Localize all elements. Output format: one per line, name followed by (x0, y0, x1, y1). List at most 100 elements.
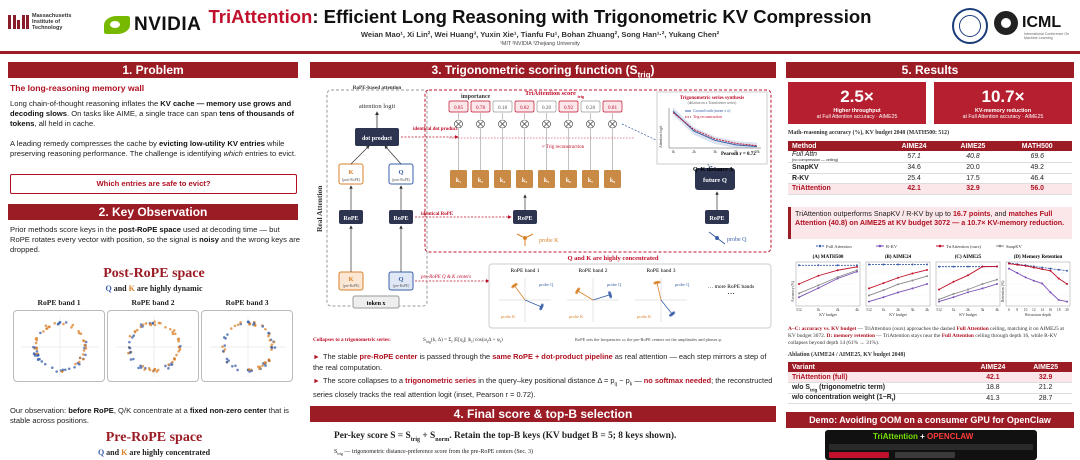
dot-product-box (355, 128, 399, 146)
svg-text:K: K (348, 276, 353, 283)
multiply-icon (564, 119, 573, 129)
table2-header: AIME24 (966, 362, 1020, 372)
mini-point (967, 288, 969, 291)
evict-question-callout: Which entries are safe to evict? (10, 174, 297, 194)
mini-point (911, 272, 914, 275)
svg-text:(pre-RoPE): (pre-RoPE) (393, 284, 410, 288)
mini-point (938, 298, 940, 301)
mini-x-tick: 6 (1008, 308, 1010, 312)
mini-point (1032, 266, 1035, 269)
k-point (176, 338, 180, 341)
multiply-icon (608, 119, 617, 129)
k-point (148, 322, 152, 326)
k-point (268, 338, 272, 342)
k-point (229, 327, 233, 330)
mini-point (1066, 283, 1068, 285)
mini-x-tick: 3k (981, 308, 985, 312)
mini-point (897, 283, 899, 286)
k-point (74, 362, 77, 366)
mini-point (817, 284, 820, 287)
score-value: 0.92 (564, 105, 573, 111)
demo-banner: TriAttention + OPENCLAW (873, 432, 974, 441)
q-point (234, 364, 237, 368)
multiply-icon (520, 119, 529, 129)
mini-point (1041, 268, 1044, 271)
key-label: k₆ (566, 178, 571, 184)
q-point (129, 350, 132, 354)
mini-point (1016, 272, 1019, 274)
svg-text:Q: Q (398, 169, 403, 176)
q-point (224, 337, 227, 340)
probe-q-tag: probe Q (675, 282, 690, 287)
mini-point (1049, 267, 1052, 270)
q-point (267, 331, 270, 335)
token-x-box (352, 295, 400, 309)
k-point (270, 343, 274, 346)
k-point (173, 358, 176, 361)
key-label: k₂ (478, 178, 483, 184)
svg-text:RoPE: RoPE (394, 216, 409, 222)
inset-ylabel: Attention logit (659, 125, 663, 148)
problem-paragraph-2: A leading remedy compresses the cache by… (10, 139, 297, 158)
rope-band-2-label: RoPE band 2 (578, 268, 607, 274)
q-point (261, 325, 265, 328)
mini-x-tick: 3k (911, 308, 915, 312)
stat-memory-value: 10.7× (981, 87, 1025, 106)
inset-x-tick: 1k (671, 150, 675, 154)
real-attention-label: Real Attention (315, 185, 324, 232)
mini-point (981, 265, 984, 268)
mini-point (856, 264, 858, 267)
rope-band-panel (488, 263, 772, 329)
score-value: 0.18 (498, 105, 507, 111)
k-point (135, 328, 139, 332)
mini-point (967, 265, 969, 268)
q-point (32, 345, 35, 349)
section-trig-title: 3. Trigonometric scoring function (Strig… (310, 62, 776, 79)
q-point (221, 349, 225, 353)
q-point (128, 340, 131, 344)
stat-throughput-label: Higher throughput (833, 108, 881, 114)
rope-note: RoPE sets the frequencies ω; the pre-RoP… (575, 337, 722, 342)
mini-point (868, 263, 870, 266)
score-box (492, 100, 513, 113)
k-point (34, 337, 38, 341)
identical-rope-label: identical RoPE (421, 212, 454, 217)
q-point (132, 334, 136, 337)
k-point (84, 347, 88, 350)
mini-ylabel: Accuracy (%) (791, 280, 795, 302)
mini-point (1024, 264, 1027, 267)
mit-bars-icon (8, 15, 29, 30)
mini-point (1066, 300, 1068, 303)
table1-header: Method (788, 141, 885, 151)
mini-point (938, 288, 940, 291)
tri-score-frame (424, 89, 772, 253)
title-accent: TriAttention (208, 6, 313, 27)
q-point (33, 354, 37, 357)
k-point (268, 359, 271, 363)
k-point (143, 368, 146, 371)
demo-screenshot[interactable]: TriAttention + OPENCLAW (825, 430, 1037, 460)
section-results-title: 5. Results (786, 62, 1074, 78)
mini-point (952, 280, 955, 283)
k-point (127, 351, 130, 355)
q-point (51, 366, 54, 370)
mini-point (798, 283, 800, 285)
mini-series-line (1008, 268, 1068, 303)
q-point (84, 353, 87, 357)
mini-point (926, 283, 928, 285)
rope-band-1-label: RoPE band 1 (510, 268, 539, 274)
score-box (558, 100, 579, 113)
k-point (239, 321, 242, 324)
mini-xlabel: KV budget (819, 312, 837, 317)
q-point (43, 362, 47, 366)
q-point (67, 367, 71, 371)
